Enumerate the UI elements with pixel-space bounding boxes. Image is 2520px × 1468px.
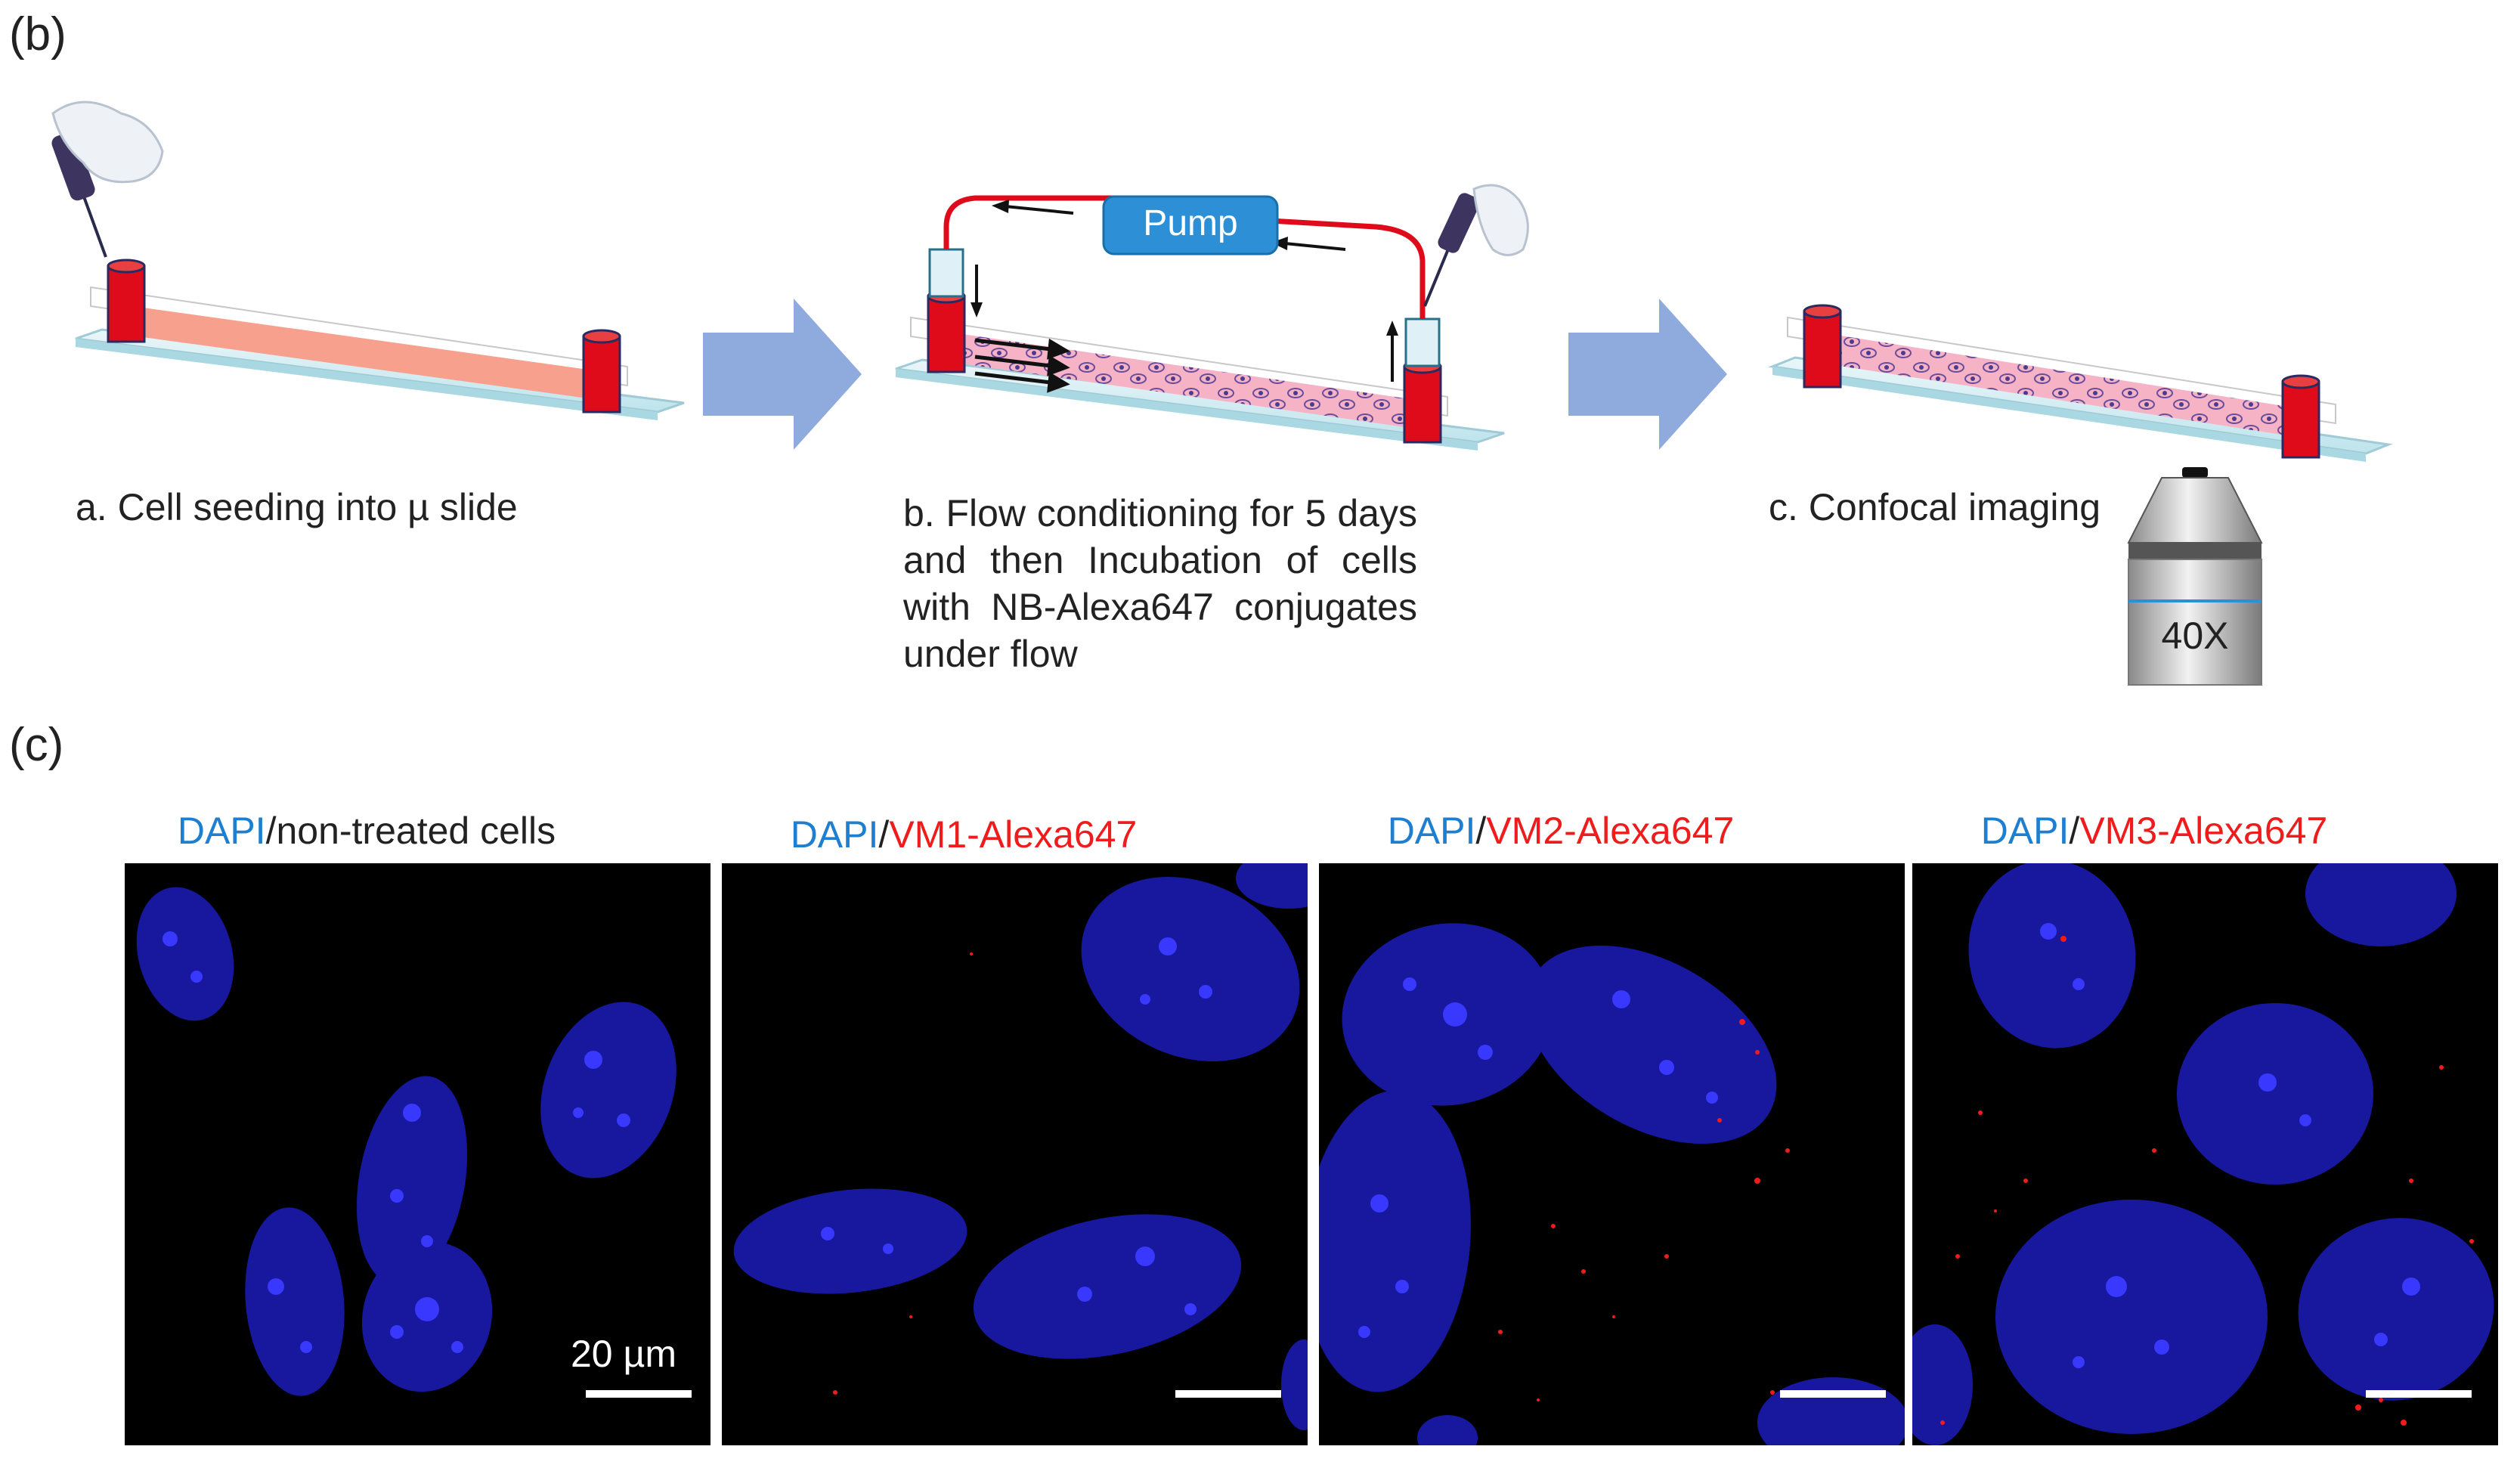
image-title-3: DAPI/VM2-Alexa647 (1387, 810, 1735, 852)
panel-label-c: (c) (9, 719, 64, 771)
step-arrow-icon (703, 299, 862, 450)
pump-box (1102, 195, 1279, 256)
panel-label-b: (b) (9, 8, 67, 60)
step-a-label: a. Cell seeding into µ slide (76, 486, 518, 528)
slide-c (1768, 304, 2393, 462)
scale-bar-label: 20 µm (571, 1333, 676, 1375)
micrograph-non-treated: 20 µm (125, 863, 710, 1445)
slide-a (75, 259, 685, 420)
objective-icon (2127, 467, 2263, 686)
image-title-4: DAPI/VM3-Alexa647 (1980, 810, 2328, 852)
micrograph-vm2 (1319, 863, 1905, 1445)
slide-b (895, 248, 1505, 451)
image-title-2: DAPI/VM1-Alexa647 (790, 813, 1138, 856)
micrograph-vm1 (722, 863, 1308, 1445)
schematic (51, 101, 2393, 686)
pipette-hand-icon (51, 101, 164, 258)
image-title-1: DAPI/non-treated cells (177, 810, 556, 852)
objective-label: 40X (2161, 615, 2229, 657)
step-b-label: b. Flow conditioning for 5 days and then… (903, 492, 1417, 675)
tubing (943, 195, 1119, 249)
pump-label: Pump (1143, 203, 1238, 243)
step-c-label: c. Confocal imaging (1769, 486, 2101, 528)
pipette-hand-icon (1423, 184, 1529, 307)
step-arrow-icon (1568, 299, 1727, 450)
micrograph-vm3 (1912, 863, 2498, 1445)
